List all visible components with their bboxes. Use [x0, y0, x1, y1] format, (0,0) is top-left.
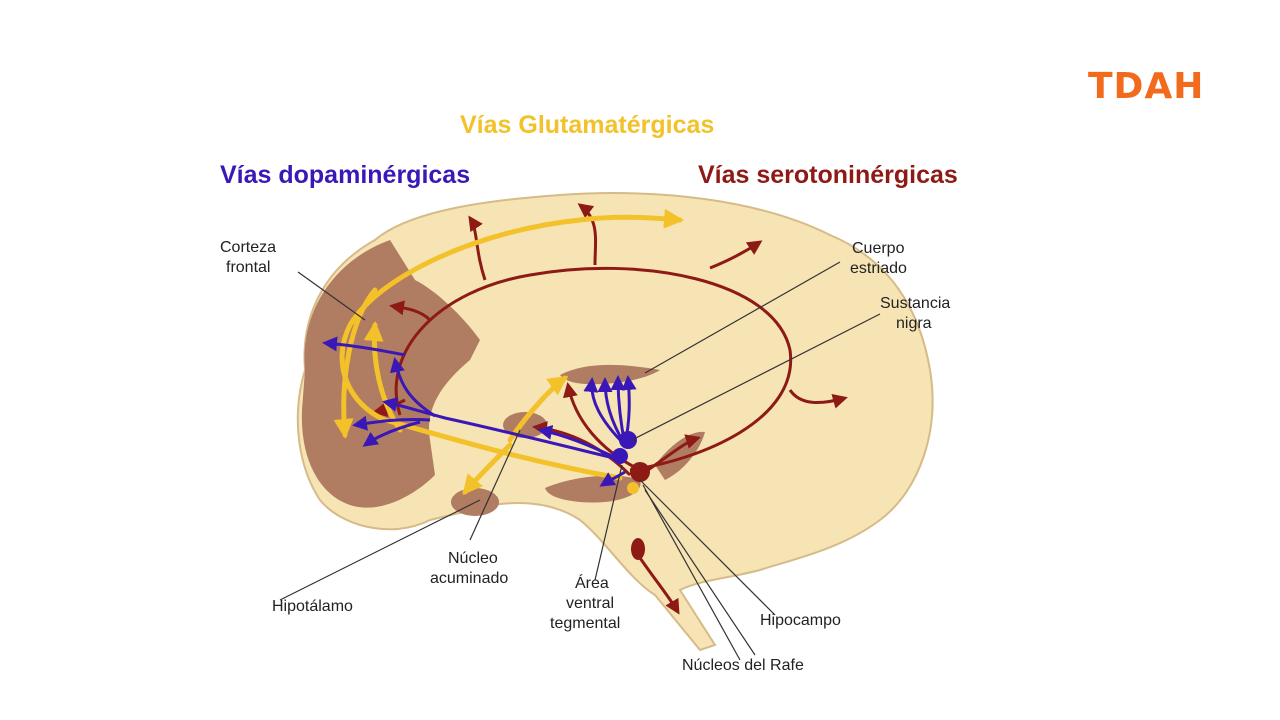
- label-striatum-line1: Cuerpo: [852, 240, 905, 257]
- label-hypothalamus: Hipotálamo: [272, 598, 353, 615]
- serotonin-arrow-limbic: [644, 434, 701, 474]
- serotonin-arrow-striatum: [563, 382, 641, 472]
- heading-dopaminergic: Vías dopaminérgicas: [220, 161, 470, 189]
- dopamine-frontal-1: [390, 357, 436, 418]
- dopamine-frontal-2: [352, 415, 431, 431]
- serotonin-arrow-right: [709, 240, 763, 270]
- label-raphe-nuclei: Núcleos del Rafe: [682, 657, 804, 674]
- brain-pathways-diagram: Vías Glutamatérgicas Vías dopaminérgicas…: [220, 111, 958, 674]
- glutamate-main-arc: [339, 208, 684, 481]
- substantia-nigra-nucleus: [619, 431, 637, 449]
- serotonin-arrow-descending: [636, 554, 680, 615]
- brain-outline: [296, 192, 934, 652]
- glutamate-nucleus: [627, 482, 639, 494]
- leader-lines: [279, 261, 881, 661]
- heading-glutamatergic: Vías Glutamatérgicas: [460, 111, 714, 139]
- vta-nucleus: [612, 448, 628, 464]
- heading-serotoninergic: Vías serotoninérgicas: [698, 161, 958, 189]
- label-vta-line1: Área: [575, 573, 609, 592]
- serotonin-arrow-top2: [577, 203, 598, 266]
- label-nucleus-accumbens-line2: acuminado: [430, 570, 508, 587]
- dopamine-mesocortical: [382, 397, 623, 462]
- midbrain-region: [545, 475, 641, 503]
- dopamine-frontal-3: [362, 420, 421, 447]
- label-substantia-nigra-line2: nigra: [896, 315, 932, 332]
- dopamine-frontal-4: [322, 336, 406, 357]
- label-vta-line3: tegmental: [550, 615, 620, 632]
- raphe-nucleus-lower: [631, 538, 645, 560]
- label-frontal-cortex-line1: Corteza: [220, 239, 276, 256]
- label-nucleus-accumbens-line1: Núcleo: [448, 550, 498, 567]
- brain-pathways-figure: Vías Glutamatérgicas Vías dopaminérgicas…: [200, 100, 1080, 700]
- label-hippocampus: Hipocampo: [760, 612, 841, 629]
- raphe-nucleus-upper: [630, 462, 650, 482]
- label-frontal-cortex-line2: frontal: [226, 259, 270, 276]
- glutamate-to-hypothalamus: [462, 442, 513, 496]
- label-substantia-nigra-line1: Sustancia: [880, 295, 950, 312]
- glutamate-to-striatum: [507, 375, 569, 443]
- dopamine-striatum-1: [583, 377, 627, 447]
- serotonin-arrow-front1: [389, 300, 432, 322]
- serotonin-arc: [394, 266, 793, 472]
- slide-title: TDAH: [1088, 66, 1205, 107]
- label-vta-line2: ventral: [566, 595, 614, 612]
- label-striatum-line2: estriado: [850, 260, 907, 277]
- glutamate-frontal-down: [333, 287, 378, 439]
- dopamine-accumbens: [537, 425, 621, 462]
- serotonin-arrow-back: [788, 389, 848, 409]
- dopamine-midbrain: [599, 470, 626, 487]
